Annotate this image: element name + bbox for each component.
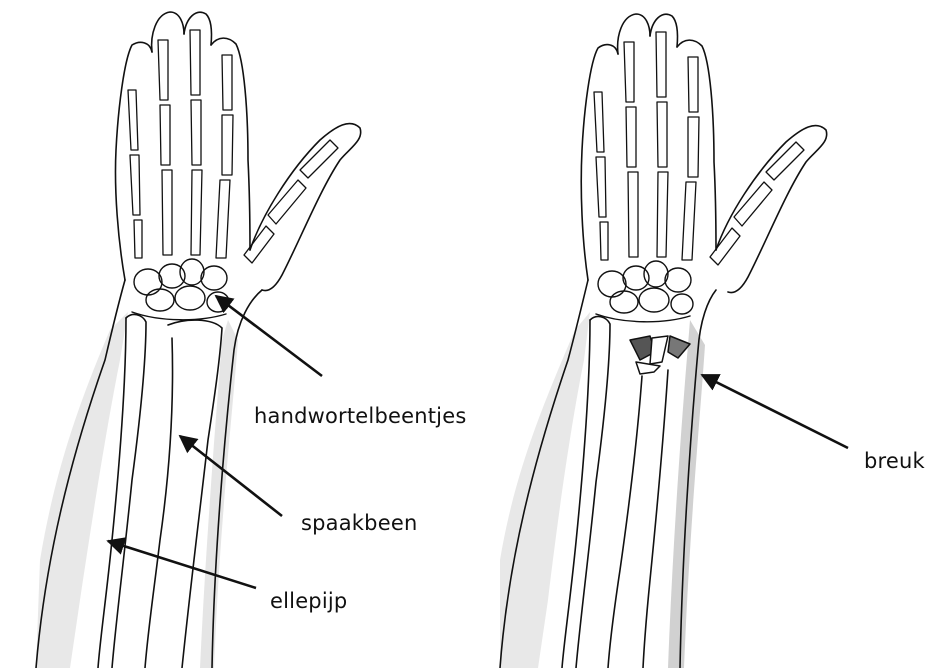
label-radius: spaakbeen (301, 511, 417, 535)
ulna-arrow (108, 541, 256, 588)
label-ulna: ellepijp (270, 589, 347, 613)
label-fracture: breuk (864, 449, 925, 473)
radius-arrow (180, 436, 282, 516)
right-arm-drawing (500, 14, 827, 668)
label-carpals: handwortelbeentjes (254, 404, 466, 428)
fracture-arrow (702, 375, 848, 448)
